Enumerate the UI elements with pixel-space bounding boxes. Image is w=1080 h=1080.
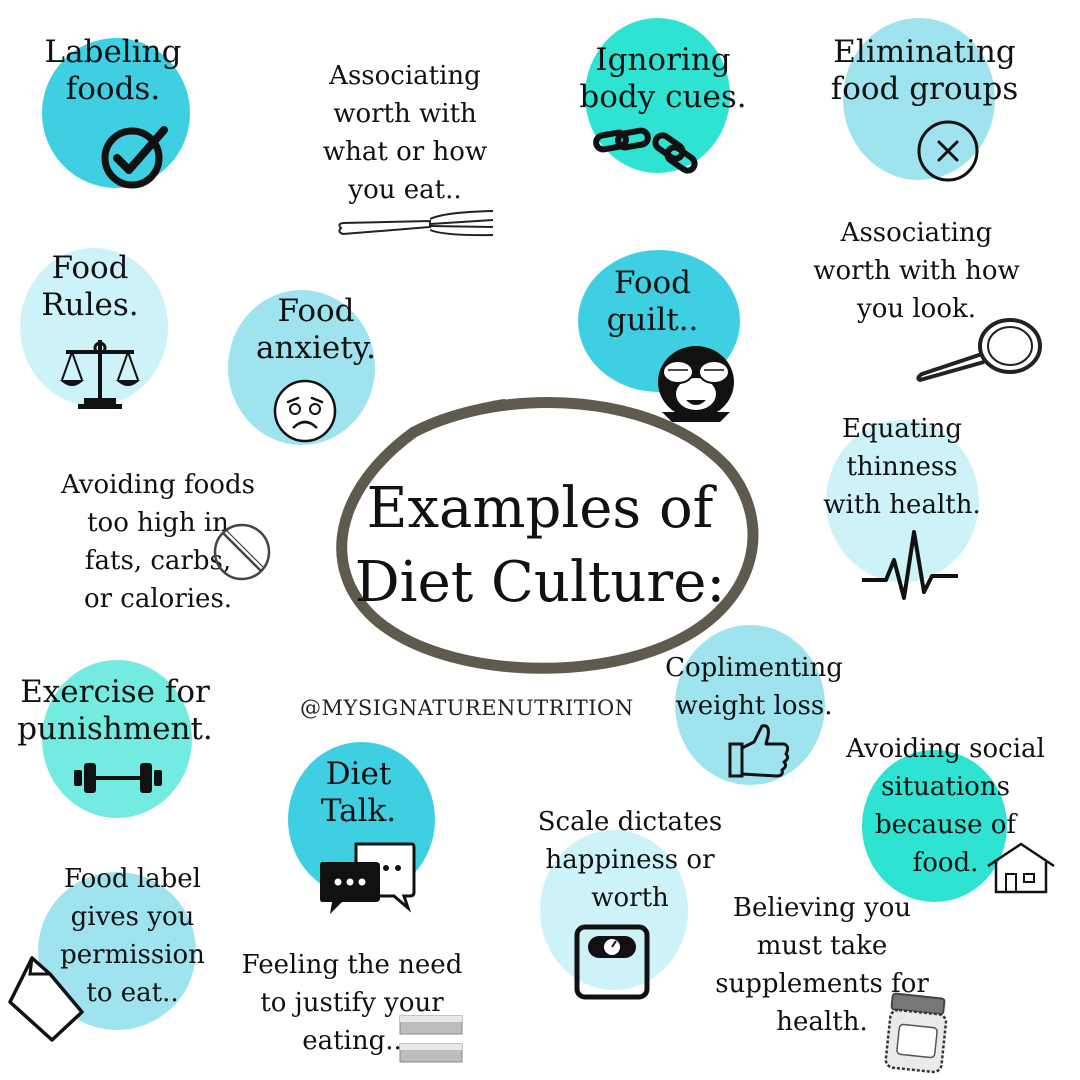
no-sign-icon: [213, 523, 271, 581]
brand-handle: @MYSIGNATURENUTRITION: [300, 696, 634, 720]
blob-social: [862, 750, 1007, 902]
blob-equating: [826, 420, 979, 582]
fork-icon: [338, 210, 494, 237]
chat-bubbles-icon: [320, 842, 416, 914]
title-ring: [336, 397, 759, 674]
scales-icon: [60, 340, 140, 409]
blob-scale: [540, 830, 688, 990]
broken-chain-icon: [593, 127, 698, 174]
x-circle-icon: [917, 120, 979, 182]
see-no-evil-icon: [658, 346, 734, 422]
house-icon: [987, 842, 1055, 894]
check-circle-icon: [101, 126, 168, 189]
title-line-1: Examples of: [366, 476, 714, 541]
blob-labeling: [42, 38, 190, 188]
dumbbell-icon: [74, 763, 162, 793]
heartbeat-icon: [862, 530, 958, 600]
blob-exercise: [42, 660, 192, 818]
blob-complimenting: [675, 625, 825, 785]
bars-icon: [399, 1015, 463, 1063]
hand-mirror-icon: [916, 318, 1042, 382]
bathroom-scale-icon: [574, 924, 650, 1000]
worried-face-icon: [273, 379, 337, 443]
title: Examples of Diet Culture:: [340, 472, 740, 621]
paper-icon: [8, 956, 84, 1042]
supplement-jar-icon: [884, 992, 948, 1074]
thumbs-up-icon: [728, 724, 790, 778]
blob-food-rules: [20, 248, 168, 406]
title-line-2: Diet Culture:: [354, 550, 726, 616]
